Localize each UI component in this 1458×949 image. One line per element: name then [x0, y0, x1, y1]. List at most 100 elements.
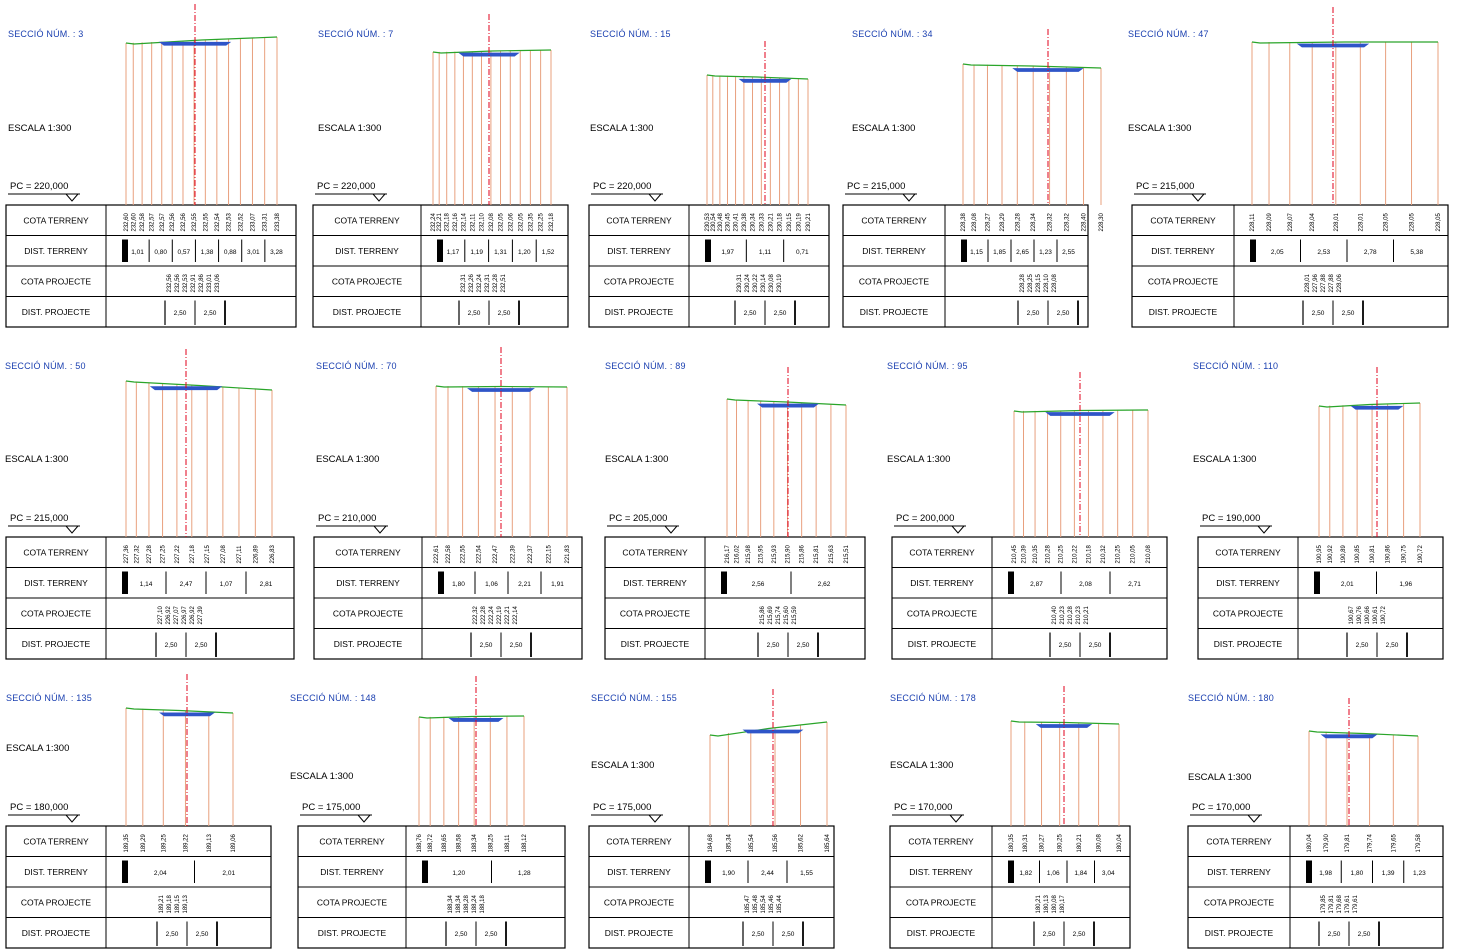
cota-terreny-value: 230,21	[768, 212, 774, 231]
cota-terreny-value: 228,38	[961, 212, 967, 231]
dist-projecte-value: 2,50	[1089, 642, 1102, 649]
cota-terreny-value: 179,74	[1368, 833, 1374, 852]
cota-terreny-value: 232,10	[479, 212, 485, 231]
pc-label: PC = 170,000	[1192, 802, 1250, 813]
cota-projecte-value: 232,31	[485, 273, 491, 292]
dist-terreny-value: 1,96	[1399, 581, 1412, 588]
cota-projecte-value: 179,61	[1345, 894, 1351, 913]
dist-terreny-value: 1,52	[542, 249, 555, 256]
cota-projecte-value: 227,88	[1329, 273, 1335, 292]
cota-projecte-value: 215,74	[776, 605, 782, 624]
cota-terreny-value: 180,35	[1009, 833, 1015, 852]
road-platform	[742, 729, 804, 734]
scale-label: ESCALA 1:300	[318, 123, 381, 134]
table-row-label: COTA TERRENY	[319, 836, 385, 846]
cota-terreny-value: 188,12	[522, 833, 528, 852]
cota-projecte-value: 233,06	[215, 273, 221, 292]
cota-terreny-value: 189,13	[207, 833, 213, 852]
table-row-label: COTA TERRENY	[622, 547, 688, 557]
cota-projecte-value: 232,24	[477, 273, 483, 292]
dist-terreny-value: 1,39	[1382, 870, 1395, 877]
table-row-label: DIST. PROJECTE	[22, 639, 91, 649]
dist-terreny-value: 1,31	[494, 249, 507, 256]
cota-terreny-value: 232,54	[215, 212, 221, 231]
cota-projecte-value: 230,19	[777, 273, 783, 292]
table-row-label: COTA TERRENY	[908, 836, 974, 846]
pc-label: PC = 215,000	[847, 181, 905, 192]
dist-projecte-value: 2,50	[165, 642, 178, 649]
pc-triangle-icon	[648, 193, 662, 202]
pc-triangle-icon	[373, 525, 387, 534]
cota-projecte-value: 230,24	[745, 273, 751, 292]
dist-terreny-value: 1,11	[759, 249, 772, 256]
table-row-label: COTA PROJECTE	[317, 897, 388, 907]
cota-projecte-value: 222,14	[513, 605, 519, 624]
dist-projecte-value: 2,50	[166, 931, 179, 938]
cota-terreny-value: 230,15	[787, 212, 793, 231]
dist-terreny-value: 3,04	[1102, 870, 1115, 877]
section-title: SECCIÓ NÚM. : 3	[8, 29, 84, 39]
table-row-label: DIST. TERRENY	[335, 246, 399, 256]
cota-projecte-value: 226,97	[182, 605, 188, 624]
cota-terreny-value: 179,58	[1416, 833, 1422, 852]
table-row-label: DIST. PROJECTE	[22, 928, 91, 938]
cota-projecte-value: 228,06	[1337, 273, 1343, 292]
dist-terreny-value: 1,23	[1413, 870, 1426, 877]
cota-projecte-value: 189,13	[183, 894, 189, 913]
table-row-label: DIST. TERRENY	[909, 867, 973, 877]
cota-terreny-value: 210,08	[1146, 544, 1152, 563]
cota-terreny-value: 230,18	[778, 212, 784, 231]
dist-terreny-cluster	[961, 239, 967, 262]
cota-terreny-value: 227,22	[175, 544, 181, 563]
cota-projecte-value: 180,13	[1044, 894, 1050, 913]
table-row-label: COTA PROJECTE	[859, 276, 930, 286]
cota-terreny-value: 216,02	[735, 544, 741, 563]
cota-terreny-value: 180,31	[1023, 833, 1029, 852]
cota-projecte-value: 228,25	[1028, 273, 1034, 292]
pc-label: PC = 220,000	[593, 181, 651, 192]
dist-projecte-value: 2,50	[1386, 642, 1399, 649]
pc-triangle-icon	[1247, 814, 1261, 823]
table-row-label: DIST. PROJECTE	[908, 639, 977, 649]
dist-terreny-cluster	[122, 239, 128, 262]
dist-terreny-value: 5,38	[1410, 249, 1423, 256]
cota-terreny-value: 222,15	[546, 544, 552, 563]
road-platform	[1045, 412, 1115, 416]
cota-projecte-value: 180,08	[1052, 894, 1058, 913]
cota-terreny-value: 215,86	[800, 544, 806, 563]
table-row-label: COTA PROJECTE	[333, 608, 404, 618]
dist-projecte-value: 2,50	[455, 931, 468, 938]
section-title: SECCIÓ NÚM. : 148	[290, 693, 376, 703]
ground-profile-line	[432, 49, 552, 54]
cota-projecte-value: 190,61	[1373, 605, 1379, 624]
dist-projecte-value: 2,50	[174, 310, 187, 317]
cota-terreny-value: 210,39	[1021, 544, 1027, 563]
cota-terreny-value: 232,55	[203, 212, 209, 231]
cota-terreny-value: 228,01	[1334, 212, 1340, 231]
pc-triangle-icon	[372, 193, 386, 202]
dist-projecte-value: 2,50	[752, 931, 765, 938]
dist-terreny-value: 1,98	[1319, 870, 1332, 877]
dist-terreny-value: 2,53	[1317, 249, 1330, 256]
scale-label: ESCALA 1:300	[6, 743, 69, 754]
ground-profile-line	[1251, 41, 1438, 44]
dist-terreny-value: 1,20	[518, 249, 531, 256]
cota-terreny-value: 228,11	[1250, 213, 1256, 232]
cota-projecte-value: 230,22	[753, 273, 759, 292]
table-row-label: COTA TERRENY	[1150, 215, 1216, 225]
road-platform	[1350, 405, 1404, 410]
dist-projecte-value: 2,50	[1356, 642, 1369, 649]
dist-terreny-cluster	[705, 239, 711, 262]
dist-projecte-value: 2,50	[1057, 310, 1070, 317]
pc-triangle-icon	[65, 193, 79, 202]
cota-terreny-value: 180,04	[1307, 833, 1313, 852]
table-row-label: DIST. PROJECTE	[860, 307, 929, 317]
dist-terreny-value: 2,81	[260, 581, 273, 588]
ground-profile-line	[1318, 402, 1421, 408]
table-row-label: DIST. TERRENY	[607, 867, 671, 877]
dist-terreny-value: 1,97	[721, 249, 734, 256]
